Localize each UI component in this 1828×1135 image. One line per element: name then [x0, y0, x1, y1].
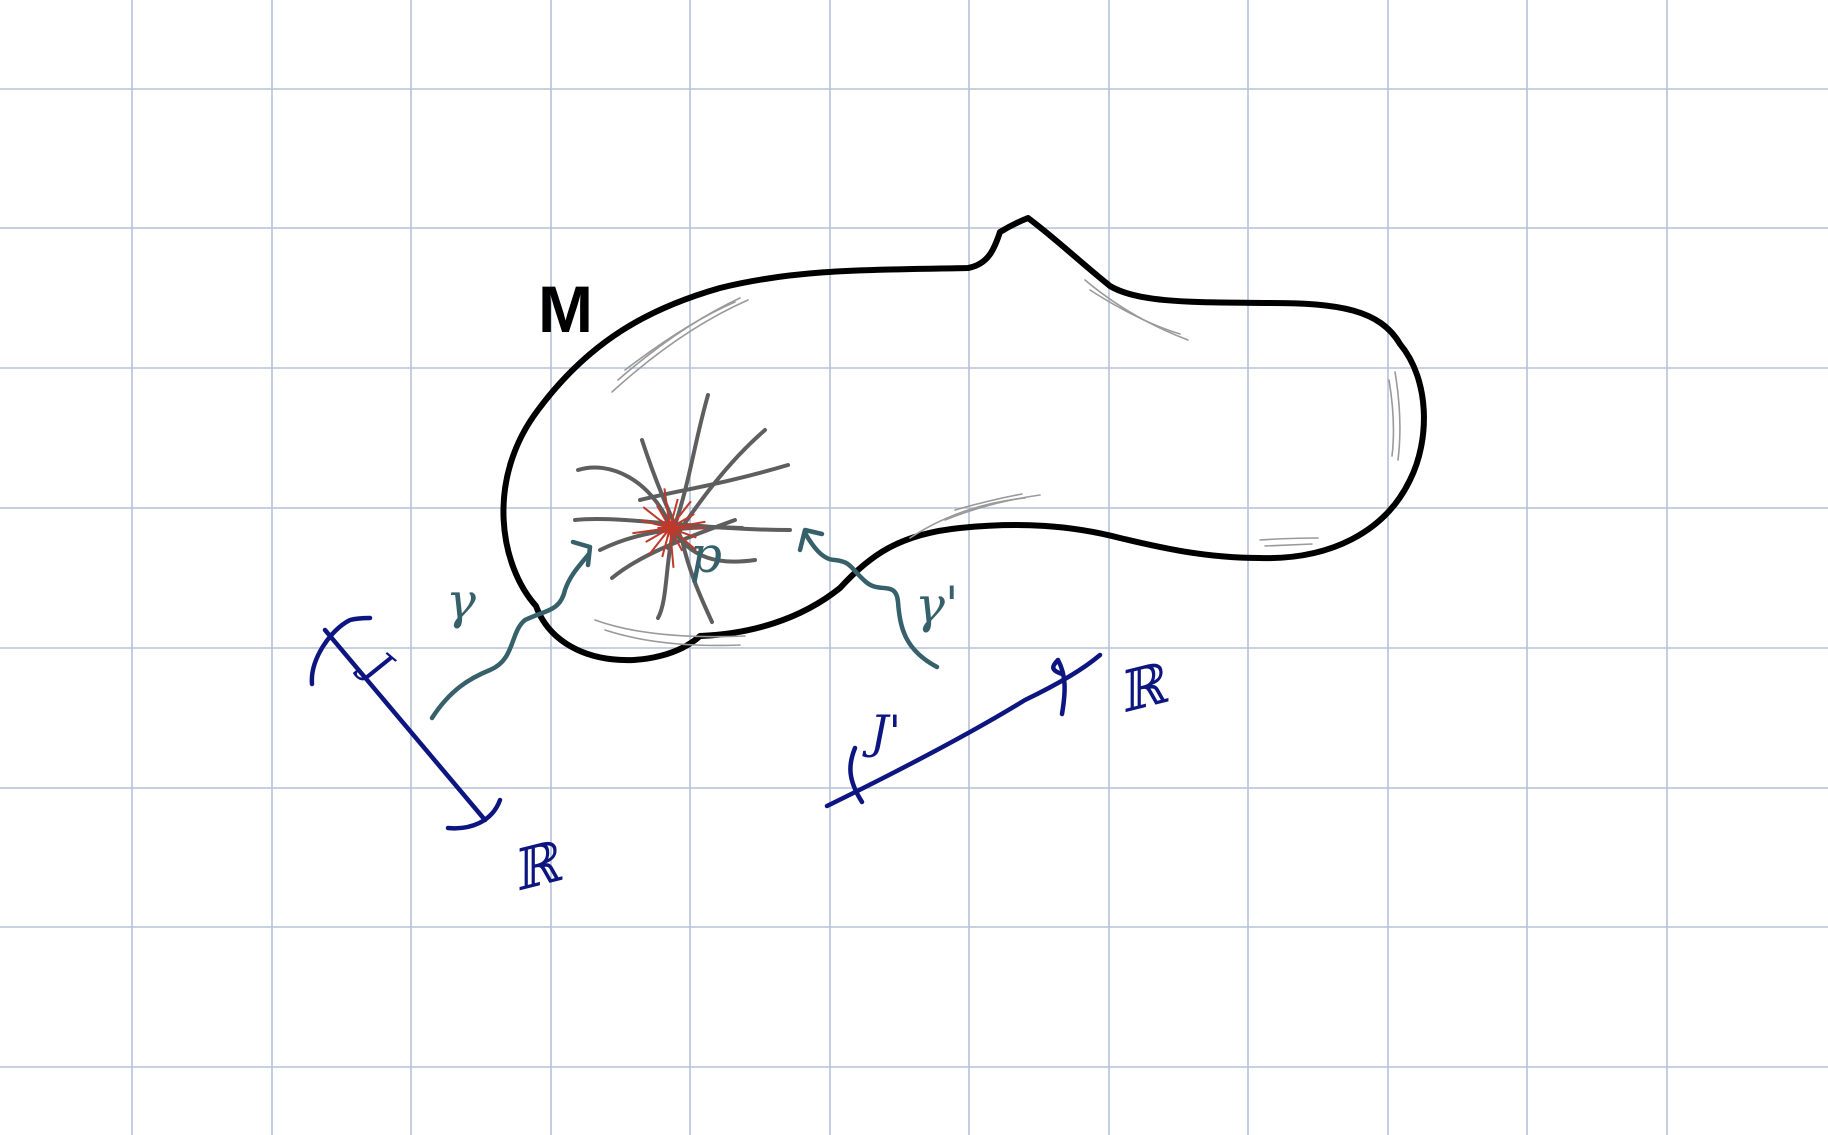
label-gamma-prime: γ'	[915, 576, 959, 634]
label-interval-prime: J'	[862, 705, 901, 759]
point-ray	[642, 506, 680, 537]
label-gamma: γ	[446, 572, 476, 630]
manifold-outline	[500, 215, 1427, 663]
gamma-curve	[429, 539, 593, 721]
gamma-prime-curve	[797, 527, 940, 670]
point-ray	[663, 488, 673, 543]
point-ray	[657, 520, 706, 532]
label-interval: J	[350, 637, 402, 692]
point-ray	[640, 519, 681, 532]
point-ray	[666, 498, 679, 539]
real-line-right	[824, 652, 1103, 809]
point-p-star	[632, 488, 706, 568]
shading-strokes	[594, 279, 1401, 647]
label-reals-left: ℝ	[505, 829, 569, 904]
point-ray	[656, 504, 676, 537]
label-reals-right: ℝ	[1111, 651, 1175, 726]
label-manifold: M	[538, 272, 593, 346]
point-ray	[661, 500, 692, 538]
label-point: p	[690, 526, 722, 584]
point-ray	[661, 513, 695, 534]
real-line-left	[309, 615, 503, 831]
